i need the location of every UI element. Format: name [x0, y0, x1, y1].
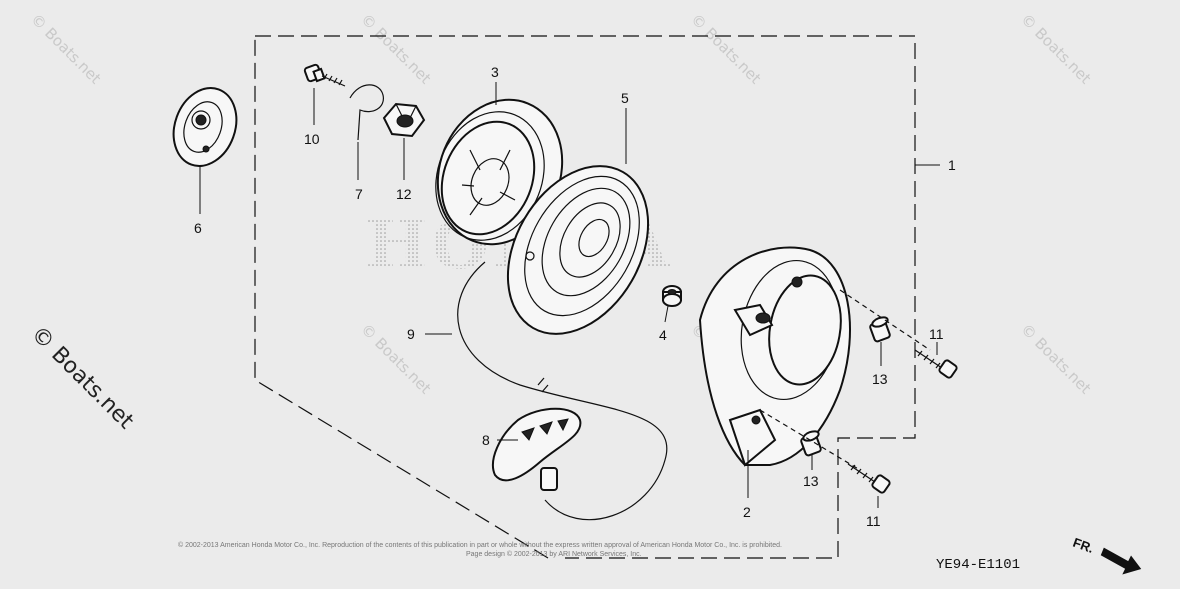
part-13-collar-upper[interactable] — [869, 316, 891, 343]
watermark: © Boats.net — [1017, 320, 1095, 398]
copyright-line-1: © 2002-2013 American Honda Motor Co., In… — [178, 541, 782, 549]
callout-6: 6 — [194, 220, 202, 236]
callout-10: 10 — [304, 131, 320, 147]
callout-13a: 13 — [872, 371, 888, 387]
watermark: © Boats.net — [1017, 10, 1095, 88]
watermark-large: © Boats.net — [26, 322, 139, 435]
watermark: © Boats.net — [27, 10, 105, 88]
part-7-spring-clip[interactable] — [349, 84, 384, 141]
watermark: © Boats.net — [357, 10, 435, 88]
part-4-bushing[interactable] — [662, 285, 682, 307]
part-5-recoil-spring[interactable] — [479, 141, 676, 359]
part-9-starter-rope[interactable] — [457, 261, 668, 521]
callout-4: 4 — [659, 327, 667, 343]
part-10-bolt[interactable] — [303, 63, 346, 87]
arrow-right-icon — [1100, 547, 1142, 575]
watermark: © Boats.net — [687, 10, 765, 88]
copyright-line-2: Page design © 2002-2013 by ARI Network S… — [466, 550, 642, 558]
callout-3: 3 — [491, 64, 499, 80]
callout-7: 7 — [355, 186, 363, 202]
callout-8: 8 — [482, 432, 490, 448]
part-2-recoil-case[interactable] — [698, 246, 851, 467]
callout-2: 2 — [743, 504, 751, 520]
callout-1: 1 — [948, 157, 956, 173]
part-12-collar[interactable] — [382, 102, 426, 138]
front-direction-marker: FR. — [1071, 535, 1142, 575]
part-11-bolt-upper[interactable] — [914, 349, 958, 379]
callout-5: 5 — [621, 90, 629, 106]
front-label: FR. — [1071, 535, 1096, 556]
callout-12: 12 — [396, 186, 412, 202]
callout-11b: 11 — [866, 513, 881, 529]
callout-11a: 11 — [929, 326, 944, 342]
part-6-cover-plate[interactable] — [163, 79, 247, 175]
callout-9: 9 — [407, 326, 415, 342]
diagram-code: YE94-E1101 — [936, 557, 1020, 573]
part-8-handle[interactable] — [492, 407, 582, 491]
part-11-bolt-lower[interactable] — [847, 463, 891, 494]
callout-13b: 13 — [803, 473, 819, 489]
watermark: © Boats.net — [357, 320, 435, 398]
